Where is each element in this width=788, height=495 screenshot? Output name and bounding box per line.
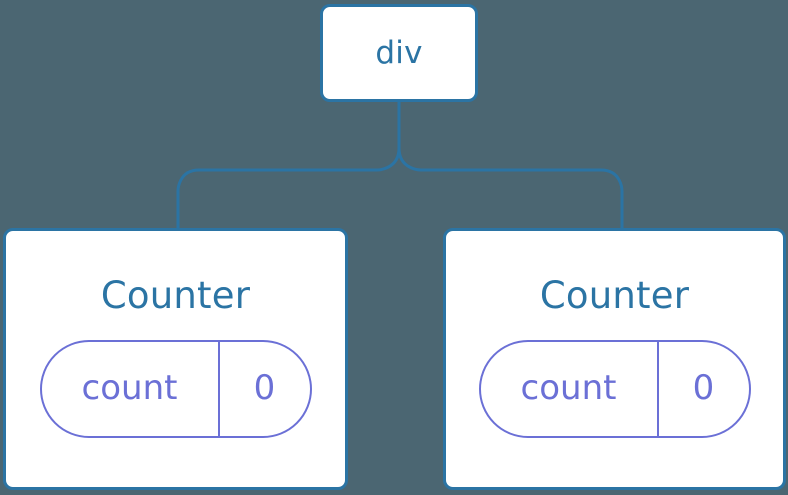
state-pill-0-key: count	[81, 367, 178, 408]
state-pill-1-value: 0	[656, 342, 749, 436]
state-pill-1-key: count	[520, 367, 617, 408]
state-pill-1[interactable]: count 0	[478, 340, 751, 438]
state-pill-0-value: 0	[217, 342, 310, 436]
state-pill-0[interactable]: count 0	[39, 340, 312, 438]
node-div-label: div	[375, 34, 423, 71]
node-counter-1-title: Counter	[539, 274, 690, 317]
node-div[interactable]: div	[320, 4, 478, 102]
node-counter-0-title: Counter	[100, 274, 251, 317]
node-counter-1[interactable]: Counter count 0	[443, 228, 786, 490]
connector-branch-left	[176, 147, 401, 228]
connector-branch-right	[397, 147, 624, 228]
node-counter-0[interactable]: Counter count 0	[3, 228, 348, 490]
